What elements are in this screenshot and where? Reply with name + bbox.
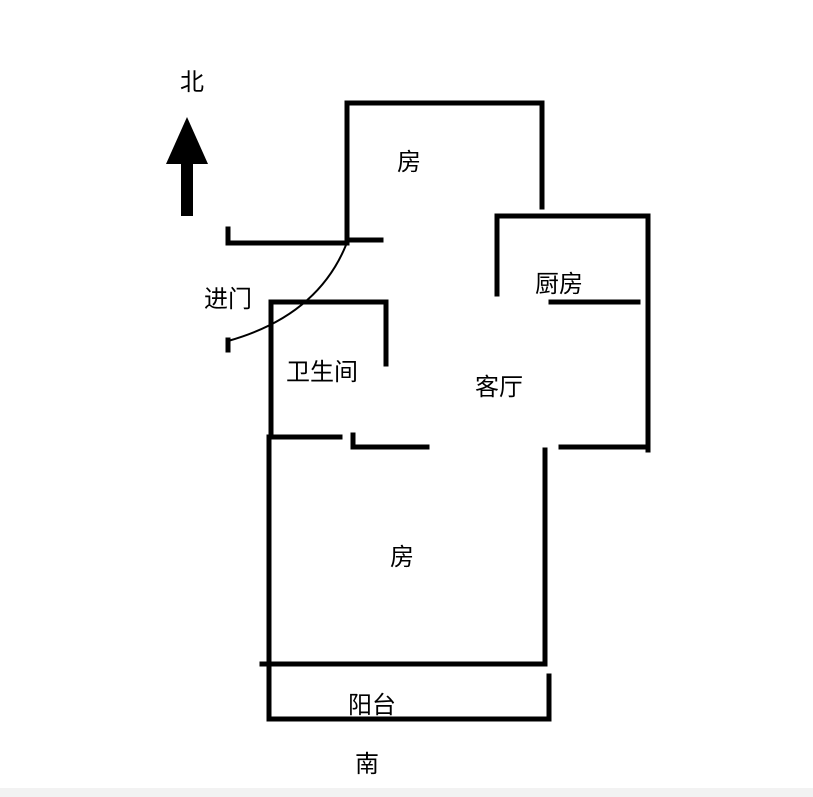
north-arrow-icon — [166, 117, 208, 216]
entrance-label: 进门 — [204, 285, 252, 313]
entrance-walls — [225, 226, 384, 353]
south-label: 南 — [355, 750, 379, 778]
kitchen-walls — [494, 213, 651, 453]
living-room-label: 客厅 — [475, 373, 523, 401]
balcony-label: 阳台 — [348, 691, 396, 719]
bathroom-walls — [268, 299, 389, 440]
room-top-label: 房 — [397, 148, 421, 176]
bottom-room-walls — [259, 432, 548, 667]
room-bottom-label: 房 — [390, 543, 414, 571]
north-label: 北 — [180, 68, 204, 96]
bathroom-label: 卫生间 — [286, 358, 358, 386]
balcony-walls — [266, 661, 552, 722]
bottom-strip — [0, 788, 813, 797]
kitchen-label: 厨房 — [535, 270, 583, 298]
top-room-walls — [344, 100, 545, 246]
